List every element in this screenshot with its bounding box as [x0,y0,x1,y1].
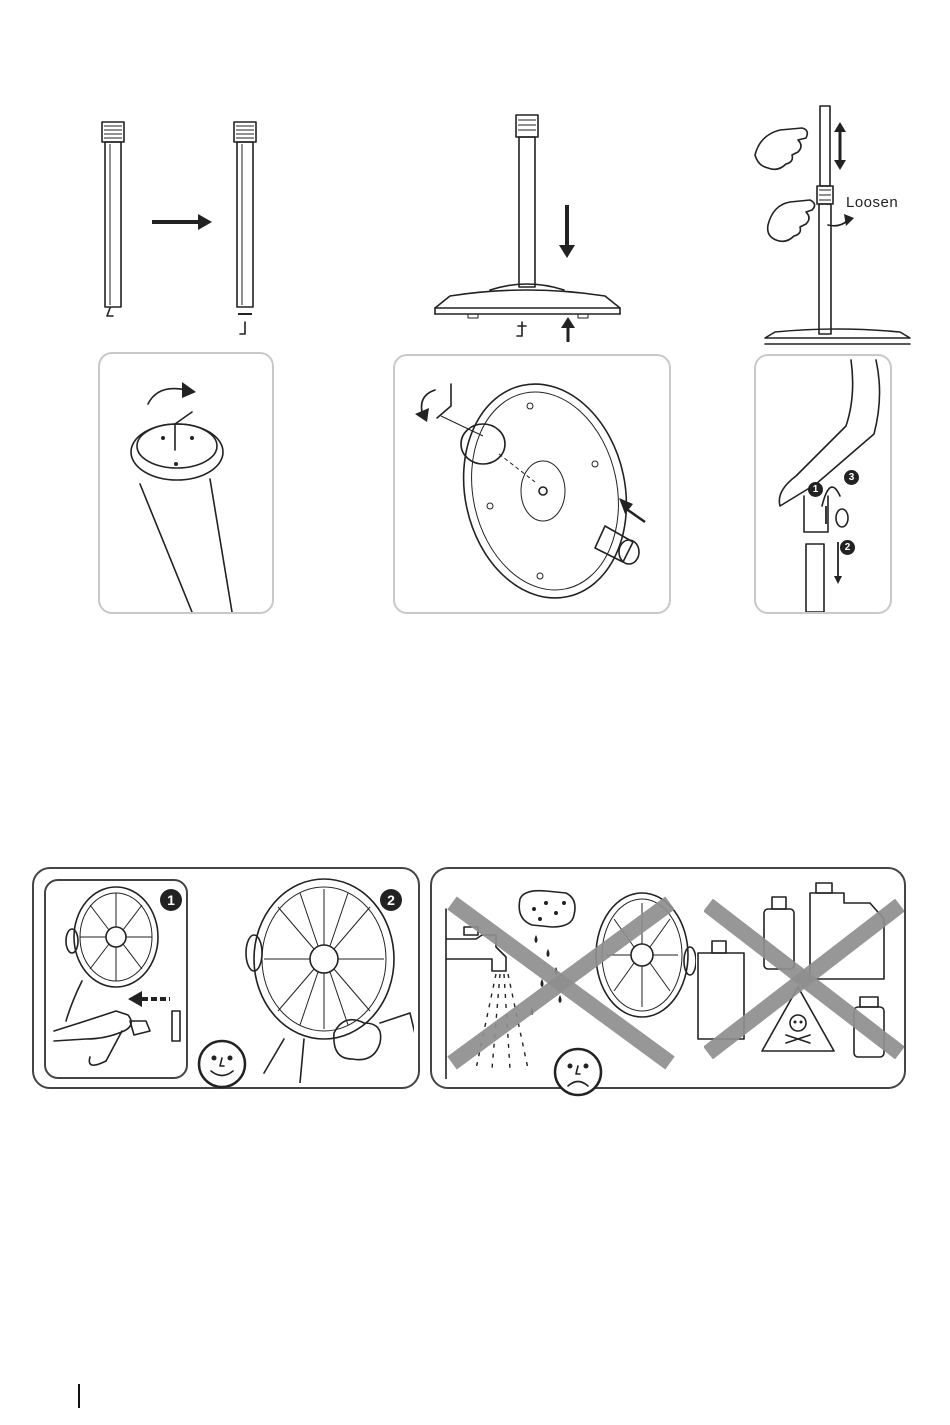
detail-pole-screw-box [98,352,274,614]
step-2-badge: 2 [380,889,402,911]
pole-on-base-figure [430,110,630,350]
cleaning-incorrect-panel [430,867,906,1089]
prohibited-cross-icon-2 [704,899,904,1059]
pole-screw-detail-icon [100,354,272,612]
happy-face-icon [196,1038,248,1090]
height-adjust-figure [740,100,930,355]
unplug-fan-icon [46,881,186,1077]
loosen-label: Loosen [846,194,898,211]
detail-pole-release-box: 1 3 2 [754,354,892,614]
step-1-badge: 1 [160,889,182,911]
page-edge-marker [78,1384,80,1408]
detail-step-badge-2: 2 [840,540,855,555]
detail-step-badge-1: 1 [808,482,823,497]
base-bolt-detail-icon [395,356,669,612]
detail-step-badge-3: 3 [844,470,859,485]
pole-assembly-figure [90,110,270,340]
detail-base-bolt-box [393,354,671,614]
sad-face-icon [552,1046,604,1098]
pole-release-detail-icon [756,356,890,612]
